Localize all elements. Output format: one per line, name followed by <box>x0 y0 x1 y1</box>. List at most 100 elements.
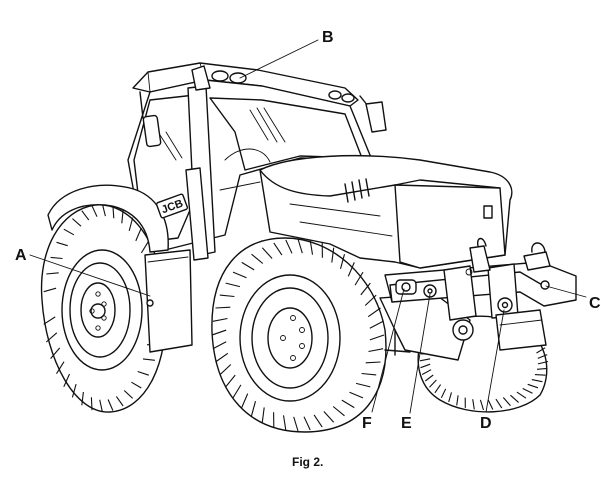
tread-lug <box>250 401 257 416</box>
tread-lug <box>527 383 539 389</box>
front-linkage <box>379 293 474 361</box>
tread-lug <box>331 247 335 263</box>
tread-lug <box>421 369 432 375</box>
tread-lug <box>419 358 431 362</box>
tread-lug <box>369 320 384 329</box>
tread-lug <box>368 348 384 353</box>
tread-lug <box>354 271 364 286</box>
tread-lug <box>46 272 59 275</box>
tread-lug <box>215 306 231 309</box>
tread-lug <box>297 238 303 254</box>
tread-lug <box>72 218 82 227</box>
jcb-logo: JCB <box>155 193 189 219</box>
tread-lug <box>45 332 58 343</box>
tread-lug <box>293 416 299 432</box>
tread-lug <box>456 395 459 406</box>
tread-lug <box>472 399 475 410</box>
tread-lug <box>225 282 241 288</box>
tread-lug <box>50 256 63 260</box>
tread-lug <box>56 361 65 374</box>
tread-lug <box>429 379 437 388</box>
tread-lug <box>121 209 124 224</box>
tread-lug <box>123 390 134 399</box>
tread-lug <box>537 360 549 365</box>
tread-lug <box>63 373 71 388</box>
tread-lug <box>107 399 114 411</box>
tread-lug <box>91 205 98 217</box>
tread-lug <box>536 347 546 354</box>
tread-lug <box>261 247 273 259</box>
tread-lug <box>347 262 355 277</box>
callout-label-b: B <box>322 29 334 46</box>
tread-lug <box>241 261 255 271</box>
tread-lug <box>135 227 142 242</box>
tread-lug <box>479 399 485 411</box>
tread-lug <box>339 254 346 269</box>
tread-lug <box>56 241 68 247</box>
tread-lug <box>241 393 249 408</box>
tread-lug <box>361 372 377 376</box>
tread-lug <box>43 287 57 293</box>
tread-lug <box>211 329 227 336</box>
tread-lug <box>115 396 124 407</box>
tread-lug <box>225 374 236 388</box>
tread-lug <box>81 210 90 221</box>
tread-lug <box>232 384 242 399</box>
tread-lug <box>219 294 235 298</box>
tread-lug <box>137 370 149 376</box>
tread-lug <box>323 411 335 423</box>
front-bumper <box>384 237 577 351</box>
tread-lug <box>99 399 103 413</box>
callout-leaders <box>29 39 587 414</box>
tread-lug <box>448 392 453 403</box>
callout-label-d: D <box>480 415 492 432</box>
callout-label-a: A <box>15 247 27 264</box>
tread-lug <box>282 415 287 431</box>
tread-lug <box>112 205 115 219</box>
tread-lug <box>101 203 106 217</box>
front-center-wheel <box>211 237 387 433</box>
tread-lug <box>424 374 434 382</box>
tread-lug <box>355 382 371 388</box>
tread-lug <box>131 381 142 389</box>
tread-lug <box>495 398 503 409</box>
tread-lug <box>215 352 229 363</box>
tread-lug <box>522 388 533 394</box>
tread-lug <box>71 383 77 398</box>
tread-lug <box>364 294 377 306</box>
tread-lug <box>420 363 431 369</box>
callout-label-c: C <box>589 295 601 312</box>
tread-lug <box>303 416 311 431</box>
tread-lug <box>273 242 283 256</box>
tread-lug <box>502 397 511 407</box>
tread-lug <box>360 282 371 296</box>
tread-lug <box>536 367 548 370</box>
tread-lug <box>534 374 546 376</box>
tread-lug <box>365 361 381 364</box>
tread-lug <box>128 217 134 232</box>
tread-lug <box>341 399 355 409</box>
tread-lug <box>510 394 519 403</box>
tread-lug <box>90 397 93 411</box>
tread-lug <box>487 399 494 410</box>
tread-lug <box>440 388 447 399</box>
figure-caption: Fig 2. <box>292 455 323 469</box>
tread-lug <box>434 384 442 394</box>
tread-lug <box>81 391 84 406</box>
tread-lug <box>516 391 527 399</box>
tread-lug <box>142 358 155 361</box>
callout-label-e: E <box>401 415 412 432</box>
tread-lug <box>285 239 293 254</box>
tread-lug <box>219 364 232 376</box>
tread-lug <box>309 239 314 255</box>
engine-hood <box>259 155 513 269</box>
tread-lug <box>43 316 56 325</box>
tread-lug <box>140 240 150 254</box>
tread-lug <box>369 334 385 341</box>
tread-lug <box>531 379 543 383</box>
rear-left-wheel <box>40 203 167 413</box>
tread-lug <box>50 347 61 359</box>
tread-lug <box>212 317 228 322</box>
tread-lug <box>261 407 265 423</box>
